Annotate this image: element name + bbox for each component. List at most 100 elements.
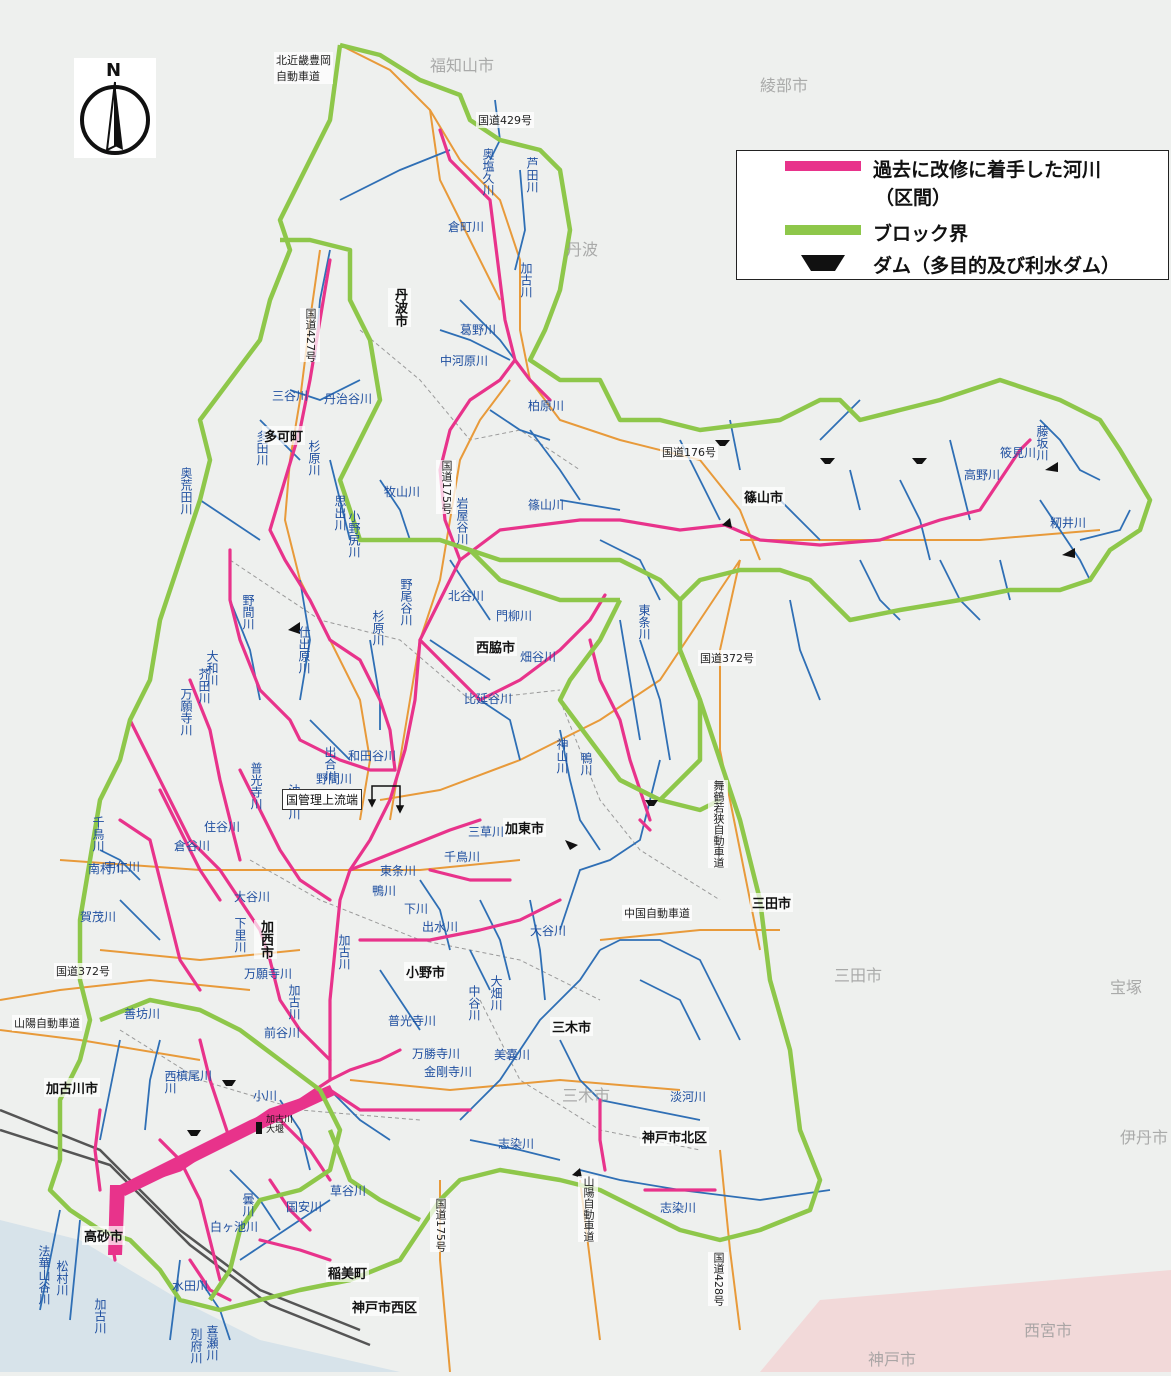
river-label: 思出川 (333, 495, 347, 531)
river-label: 槙尾川 (176, 1069, 213, 1083)
road-label: 中国自動車道 (622, 905, 692, 921)
dam-marker (1045, 462, 1058, 472)
road-label: 国道372号 (698, 650, 756, 666)
river-label: 出水川 (422, 920, 459, 934)
municipality-label: 稲美町 (326, 1263, 370, 1282)
kakogawa-lower (120, 1085, 335, 1196)
river-label: 大谷川 (234, 890, 271, 904)
municipality-label: 神戸市西区 (350, 1297, 420, 1316)
dam-icon (801, 255, 845, 271)
river-label: 三草川 (468, 825, 505, 839)
river-label: 金剛寺川 (424, 1065, 473, 1079)
municipality-label: 篠山市 (742, 487, 786, 506)
road-label: 国道372号 (54, 963, 112, 979)
road-label: 山陽自動車道 (578, 1176, 598, 1242)
background-city-label: 丹波 (566, 240, 599, 259)
legend-item-dam: ダム（多目的及び利水ダム） (737, 247, 1168, 277)
municipality-label: 三田市 (750, 893, 794, 912)
river-label: 篠山川 (528, 498, 565, 512)
river-label: 丹治谷川 (324, 392, 373, 406)
river-label: 万勝寺川 (412, 1047, 461, 1061)
river-label: 柏原川 (528, 399, 565, 413)
river-label: 籾井川 (1050, 516, 1087, 530)
road-label: 国道429号 (476, 112, 534, 128)
municipality-label: 高砂市 (82, 1226, 126, 1245)
river-label: 万願寺川 (244, 967, 293, 981)
block-boundaries (47, 42, 1153, 1313)
map-legend: 過去に改修に着手した河川 （区間） ブロック界 ダム（多目的及び利水ダム） (736, 150, 1169, 280)
river-label: 東条川 (380, 864, 417, 878)
municipality-label: 加古川市 (44, 1078, 101, 1097)
legend-label: 過去に改修に着手した河川 (873, 159, 1102, 181)
background-city-label: 綾部市 (760, 76, 809, 95)
dam-marker (912, 458, 927, 464)
background-city-label: 福知山市 (430, 56, 495, 75)
river-label: 白ヶ池川 (210, 1220, 259, 1234)
river-label: 倉谷川 (174, 839, 211, 853)
river-label: 加古川 (93, 1298, 107, 1334)
road-label: 国道428号 (708, 1252, 728, 1306)
dam-marker (222, 1080, 236, 1086)
river-label: 大和川 (205, 650, 219, 686)
north-letter: N (106, 60, 122, 81)
kakogawa-weir-label: 加古川 大堰 (266, 1115, 294, 1135)
river-label: 淡河川 (670, 1090, 707, 1104)
river-label: 杉原川 (371, 610, 385, 646)
river-label: 小川 (253, 1089, 278, 1103)
river-label: 加古川 (519, 262, 533, 298)
river-label: 松村川 (55, 1260, 69, 1296)
river-label: 千鳥川 (91, 816, 105, 852)
dam-marker (715, 440, 730, 446)
river-label: 藤坂川 (1035, 425, 1049, 461)
dam-marker (645, 800, 658, 806)
river-label: 下里川 (233, 917, 247, 953)
river-label: 奥塩久川 (481, 148, 495, 196)
road-label: 国道427号 (300, 308, 320, 362)
river-label: 別府川 (189, 1328, 203, 1364)
background-city-label: 三田市 (834, 966, 883, 985)
river-label: 鴨川 (579, 752, 593, 776)
background-city-label: 宝塚 (1110, 978, 1143, 997)
upstream-end-label: 国管理上流端 (282, 789, 363, 810)
dam-marker (722, 518, 732, 528)
river-label: 喜瀬川 (205, 1325, 219, 1361)
road-label: 北近畿豊岡 自動車道 (274, 52, 333, 84)
river-label: 鴨川 (372, 884, 397, 898)
municipality-label: 西脇市 (474, 637, 518, 656)
road-label: 国道175号 (430, 1198, 450, 1252)
river-label: 加古川 (337, 934, 351, 970)
river-label: 奥荒田川 (179, 467, 193, 515)
legend-item-block-boundary: ブロック界 (737, 215, 1168, 245)
urban-area (760, 1270, 1171, 1372)
river-label: 野尾谷川 (399, 578, 413, 626)
river-label: 宇仁川 (104, 860, 141, 874)
road-label: 国道176号 (660, 444, 718, 460)
municipality-label: 丹波市 (388, 288, 411, 327)
river-label: 牧山川 (384, 485, 421, 499)
river-label: 小野尻川 (347, 510, 361, 558)
river-label: 東条川 (637, 604, 651, 640)
river-label: 水田川 (172, 1279, 209, 1293)
background-city-label: 三木市 (562, 1086, 611, 1105)
dam-marker (1062, 548, 1075, 558)
river-label: 下川 (404, 902, 429, 916)
river-label: 大谷川 (530, 924, 567, 938)
river-label: 中河原川 (440, 354, 489, 368)
background-city-label: 神戸市 (868, 1350, 917, 1369)
road-label: 山陽自動車道 (12, 1015, 82, 1031)
municipality-label: 加西市 (254, 920, 277, 959)
sea-area (0, 1220, 400, 1372)
river-label: 野間川 (316, 772, 353, 786)
weir-marker (256, 1122, 262, 1134)
river-label: 中谷川 (467, 985, 481, 1021)
river-label: 前谷川 (264, 1026, 301, 1040)
river-label: 善坊川 (124, 1007, 161, 1021)
legend-item-modified-river: 過去に改修に着手した河川 （区間） (737, 151, 1168, 211)
river-label: 杉原川 (307, 440, 321, 476)
river-label: 門柳川 (496, 609, 533, 623)
river-label: 南村川 (88, 862, 125, 876)
river-label: 西川 (163, 1070, 177, 1094)
dam-marker (187, 1130, 201, 1136)
municipality-label: 小野市 (404, 962, 448, 981)
